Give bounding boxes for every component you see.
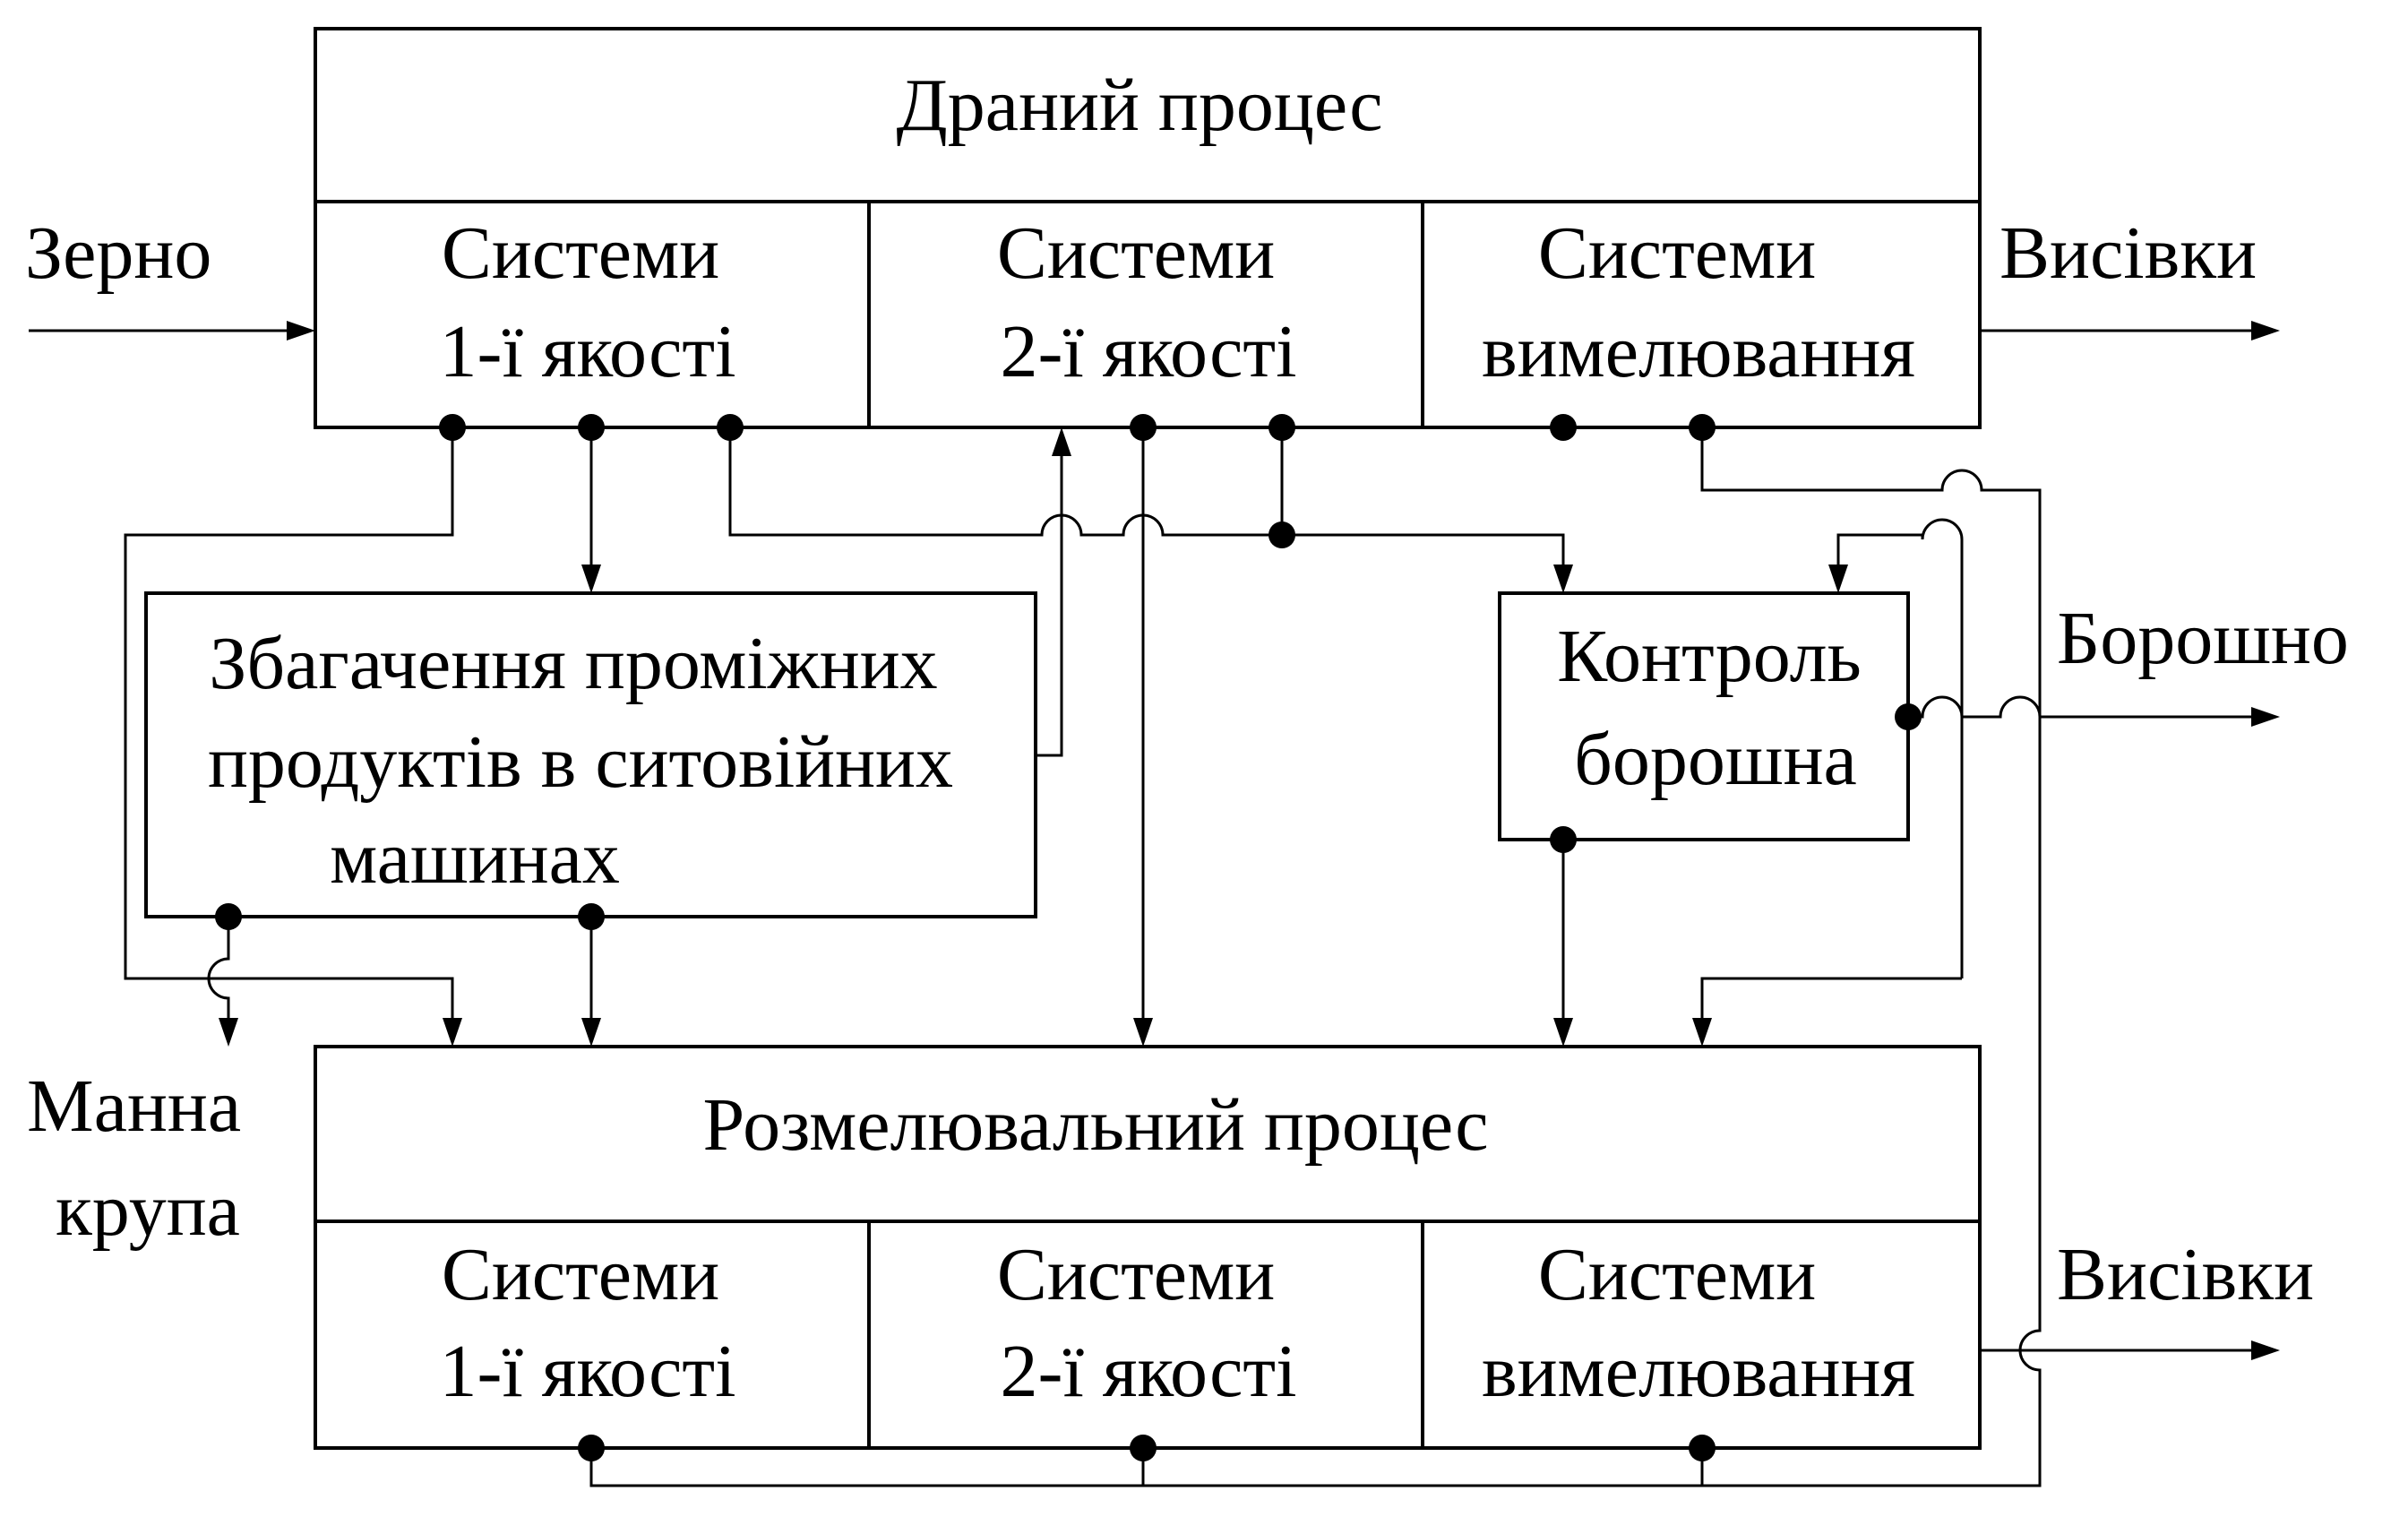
bran-bottom-output-label: Висівки <box>2057 1233 2314 1316</box>
junction-dot <box>1895 703 1922 730</box>
break-2q-to-reduction-arrow <box>1133 1018 1153 1047</box>
break-col2-line2: 2-ї якості <box>1001 310 1297 393</box>
junction-dot <box>1550 414 1577 441</box>
junction-dot <box>578 1435 605 1461</box>
purification-to-semolina-line <box>207 917 230 1023</box>
break-to-flour-control-line <box>728 427 1565 570</box>
junction-dots <box>215 414 1922 1461</box>
loop-to-reduction-arrow <box>1692 1018 1712 1047</box>
purification-to-reduction-arrow <box>581 1018 601 1047</box>
junction-dot <box>717 414 744 441</box>
break-finishing-to-bran-line <box>1700 427 2042 1487</box>
reduction-col2-line2: 2-ї якості <box>1001 1330 1297 1413</box>
reduction-col1-line1: Системи <box>442 1233 719 1316</box>
break-to-purification-arrow <box>581 565 601 593</box>
flour-control-line2: борошна <box>1574 718 1857 801</box>
loop-to-flour-control-line <box>1836 518 1964 978</box>
junction-dot <box>1130 414 1157 441</box>
break-process-block: Драний процес Системи 1-ї якості Системи… <box>314 27 1982 429</box>
break-col1-line2: 1-ї якості <box>440 310 736 393</box>
junction-dot <box>215 903 242 930</box>
bran-top-arrow <box>2251 321 2280 340</box>
reduction-col3-line2: вимелювання <box>1482 1330 1915 1413</box>
flour-control-block: Контроль борошна <box>1498 591 1910 841</box>
purification-block: Збагачення проміжних продуктів в ситовій… <box>144 591 1037 918</box>
junction-dot <box>1268 521 1295 548</box>
purification-line2: продуктів в ситовійних <box>208 720 953 804</box>
break-col3-line2: вимелювання <box>1482 310 1915 393</box>
reduction-col3-line1: Системи <box>1538 1233 1816 1316</box>
junction-dot <box>1689 414 1716 441</box>
loop-to-flour-control-arrow <box>1828 565 1848 593</box>
junction-dot <box>578 414 605 441</box>
purification-line1: Збагачення проміжних <box>209 622 937 705</box>
break-col3-line1: Системи <box>1538 211 1816 295</box>
grain-input-label: Зерно <box>25 211 211 295</box>
reduction-process-title: Розмелювальний процес <box>703 1083 1489 1167</box>
flour-control-to-reduction-arrow <box>1553 1018 1573 1047</box>
purification-to-break-2q-arrow <box>1052 427 1071 456</box>
bran-bottom-arrow <box>2251 1340 2280 1360</box>
loop-to-reduction-line <box>1700 977 1962 1023</box>
break-1q-to-reduction-line <box>124 427 454 1023</box>
flow-connectors <box>29 321 2280 1487</box>
reduction-col2-line1: Системи <box>997 1233 1275 1316</box>
junction-dot <box>1689 1435 1716 1461</box>
purification-to-break-2q-line <box>1036 453 1063 757</box>
flour-control-line1: Контроль <box>1557 615 1862 698</box>
grain-input-arrow <box>287 321 315 340</box>
reduction-process-block: Розмелювальний процес Системи 1-ї якості… <box>314 1045 1982 1450</box>
semolina-label-line1: Манна <box>27 1064 241 1148</box>
break-col1-line1: Системи <box>442 211 719 295</box>
junction-dot <box>1550 826 1577 853</box>
flour-output-label: Борошно <box>2057 597 2349 680</box>
purification-line3: машинах <box>330 816 620 900</box>
break-1q-to-reduction-arrow <box>443 1018 462 1047</box>
junction-dot <box>578 903 605 930</box>
junction-dot <box>1130 1435 1157 1461</box>
reduction-col1-line2: 1-ї якості <box>440 1330 736 1413</box>
junction-dot <box>1268 414 1295 441</box>
break-col2-line1: Системи <box>997 211 1275 295</box>
semolina-output-arrow <box>219 1018 238 1047</box>
junction-dot <box>439 414 466 441</box>
semolina-label-line2: крупа <box>56 1168 240 1252</box>
bran-top-output-label: Висівки <box>2000 211 2257 295</box>
flour-output-line <box>1908 695 2256 719</box>
break-process-title: Драний процес <box>896 64 1382 147</box>
break-to-flour-control-arrow <box>1553 565 1573 593</box>
flour-output-arrow <box>2251 707 2280 727</box>
